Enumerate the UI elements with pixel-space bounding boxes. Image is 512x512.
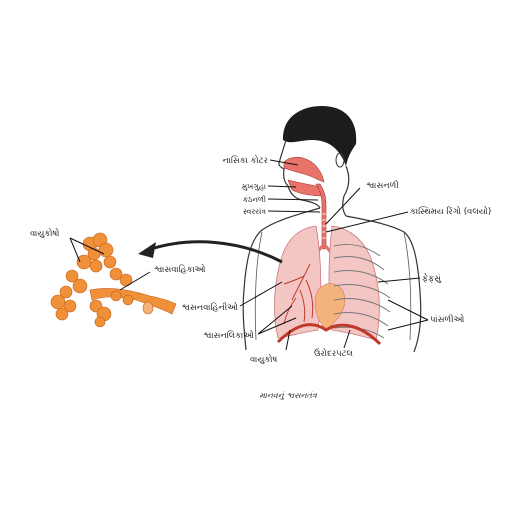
trachea-shape (315, 183, 327, 250)
label-oral-cavity: મુખગુહા (242, 182, 266, 191)
human-figure (242, 106, 422, 353)
label-alveoli-left: વાયુકોષો (30, 227, 59, 239)
neck-outline (342, 165, 350, 217)
figure-caption: માનવનું શ્વસનતંત્ર (259, 391, 318, 400)
heart (314, 283, 346, 331)
alveoli-cluster (50, 232, 177, 328)
label-trachea: શ્વાસનળી (366, 180, 399, 191)
label-nasal-cavity: નાસિકા કોટર (223, 154, 269, 166)
label-pharynx: કંઠનળી (243, 194, 266, 204)
arm-outline (254, 231, 412, 341)
diaphragm (276, 323, 382, 346)
leader-lines (69, 159, 429, 351)
bronchiole-branches (283, 263, 314, 325)
label-ribs: પાંસળીઓ (430, 313, 466, 325)
label-cartilage-rings: કાસ્થિમય રિંગો (વલયો) (410, 205, 491, 217)
nasal-cavity-shape (283, 156, 325, 183)
label-bronchioles: શ્વાસનલિકાઓ (203, 329, 255, 341)
label-lung: ફેફસું (422, 272, 442, 284)
ear (335, 152, 345, 168)
lungs (254, 225, 412, 346)
arrow-head (138, 242, 156, 258)
trachea-rings (322, 213, 326, 239)
label-bronchioles-left: શ્વાસવાહિકાઓ (154, 263, 207, 275)
label-diaphragm: ઉરોદરપટલ (314, 347, 354, 359)
torso-outline (242, 207, 422, 353)
label-larynx: સ્વરયંત્ર (243, 206, 266, 216)
oral-cavity-shape (287, 179, 323, 197)
right-lung (328, 225, 380, 341)
callout-arrow (138, 240, 283, 264)
label-alveoli-bottom: વાયુકોષ (250, 353, 277, 365)
hair (282, 106, 357, 166)
labels: નાસિકા કોટર મુખગુહા કંઠનળી સ્વરયંત્ર શ્વ… (30, 154, 491, 365)
label-bronchi: શ્વસનવાહિનીઓ (182, 301, 240, 313)
arrow-shaft (147, 240, 283, 264)
